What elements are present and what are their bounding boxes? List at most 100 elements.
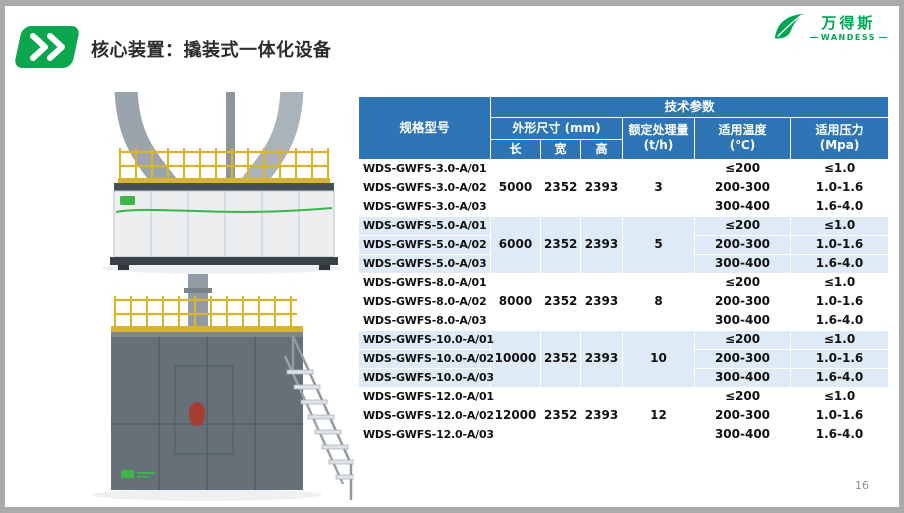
pressure-cell: 1.6-4.0 — [789, 196, 890, 217]
temperature-cell: ≤200 — [694, 329, 791, 350]
temperature-cell: ≤200 — [694, 215, 791, 236]
model-cell: WDS-GWFS-5.0-A/02 — [358, 234, 491, 255]
wandess-logo: 万得斯 WANDESS — [772, 11, 887, 43]
width-cell: 2352 — [540, 329, 581, 388]
equipment-render-front — [57, 274, 354, 506]
width-cell: 2352 — [540, 386, 581, 445]
pressure-cell: 1.0-1.6 — [789, 405, 890, 426]
height-cell: 2393 — [580, 386, 623, 445]
double-chevron-icon — [11, 24, 83, 70]
logo-mark-on-unit — [121, 470, 134, 478]
width-cell: 2352 — [540, 215, 581, 274]
length-cell: 6000 — [490, 215, 541, 274]
temperature-cell: 300-400 — [694, 424, 791, 445]
pressure-cell: 1.0-1.6 — [789, 348, 890, 369]
pressure-cell: 1.0-1.6 — [789, 177, 890, 198]
model-cell: WDS-GWFS-8.0-A/02 — [358, 291, 491, 312]
temperature-cell: 300-400 — [694, 196, 791, 217]
header-pressure: 适用压力 (Mpa) — [789, 116, 890, 160]
height-cell: 2393 — [580, 215, 623, 274]
temperature-cell: 300-400 — [694, 367, 791, 388]
model-cell: WDS-GWFS-12.0-A/03 — [358, 424, 494, 445]
model-cell: WDS-GWFS-5.0-A/01 — [358, 215, 491, 236]
pressure-cell: ≤1.0 — [789, 272, 890, 293]
temperature-cell: ≤200 — [694, 272, 791, 293]
capacity-cell: 10 — [622, 329, 695, 388]
capacity-cell: 12 — [622, 386, 695, 445]
logo-subtitle: WANDESS — [810, 33, 887, 42]
pressure-cell: 1.6-4.0 — [789, 424, 890, 445]
model-cell: WDS-GWFS-3.0-A/02 — [358, 177, 491, 198]
temperature-cell: 200-300 — [694, 348, 791, 369]
staircase — [283, 335, 354, 500]
height-cell: 2393 — [580, 158, 623, 217]
pressure-cell: 1.6-4.0 — [789, 253, 890, 274]
header-dimensions: 外形尺寸 (mm) — [490, 116, 623, 140]
pressure-cell: 1.6-4.0 — [789, 367, 890, 388]
valve-handle — [189, 402, 205, 426]
model-cell: WDS-GWFS-12.0-A/01 — [358, 386, 494, 407]
capacity-cell: 5 — [622, 215, 695, 274]
model-cell: WDS-GWFS-10.0-A/02 — [358, 348, 494, 369]
header-temperature: 适用温度 (℃) — [694, 116, 791, 160]
model-cell: WDS-GWFS-8.0-A/03 — [358, 310, 491, 331]
temperature-cell: 200-300 — [694, 234, 791, 255]
width-cell: 2352 — [540, 158, 581, 217]
capacity-cell: 3 — [622, 158, 695, 217]
header-height: 高 — [580, 138, 623, 160]
platform-railing — [118, 148, 330, 180]
pressure-cell: ≤1.0 — [789, 386, 890, 407]
pressure-cell: 1.0-1.6 — [789, 234, 890, 255]
pressure-cell: 1.0-1.6 — [789, 291, 890, 312]
header-capacity: 额定处理量 (t/h) — [622, 116, 695, 160]
model-cell: WDS-GWFS-12.0-A/02 — [358, 405, 494, 426]
header-length: 长 — [490, 138, 541, 160]
model-cell: WDS-GWFS-3.0-A/01 — [358, 158, 491, 179]
length-cell: 10000 — [490, 329, 541, 388]
model-cell: WDS-GWFS-5.0-A/03 — [358, 253, 491, 274]
pressure-cell: ≤1.0 — [789, 329, 890, 350]
temperature-cell: 200-300 — [694, 291, 791, 312]
equipment-render-top — [56, 92, 356, 278]
temperature-cell: ≤200 — [694, 386, 791, 407]
height-cell: 2393 — [580, 329, 623, 388]
top-railing — [113, 296, 297, 328]
header-tech-params: 技术参数 — [489, 96, 890, 118]
slide: 核心装置：撬装式一体化设备 万得斯 WANDESS — [5, 6, 899, 507]
model-cell: WDS-GWFS-10.0-A/03 — [358, 367, 494, 388]
model-cell: WDS-GWFS-8.0-A/01 — [358, 272, 491, 293]
temperature-cell: ≤200 — [694, 158, 791, 179]
model-cell: WDS-GWFS-10.0-A/01 — [358, 329, 494, 350]
pressure-cell: ≤1.0 — [789, 215, 890, 236]
chimney — [188, 274, 208, 330]
pressure-cell: 1.6-4.0 — [789, 310, 890, 331]
length-cell: 8000 — [490, 272, 541, 331]
width-cell: 2352 — [540, 272, 581, 331]
temperature-cell: 200-300 — [694, 177, 791, 198]
header-model: 规格型号 — [358, 96, 491, 160]
page-number: 16 — [855, 479, 869, 492]
pressure-cell: ≤1.0 — [789, 158, 890, 179]
page-title: 核心装置：撬装式一体化设备 — [91, 40, 332, 61]
capacity-cell: 8 — [622, 272, 695, 331]
temperature-cell: 300-400 — [694, 253, 791, 274]
length-cell: 12000 — [490, 386, 541, 445]
height-cell: 2393 — [580, 272, 623, 331]
length-cell: 5000 — [490, 158, 541, 217]
wandess-leaf-icon — [774, 13, 804, 39]
temperature-cell: 300-400 — [694, 310, 791, 331]
logo-name: 万得斯 — [821, 14, 876, 32]
temperature-cell: 200-300 — [694, 405, 791, 426]
